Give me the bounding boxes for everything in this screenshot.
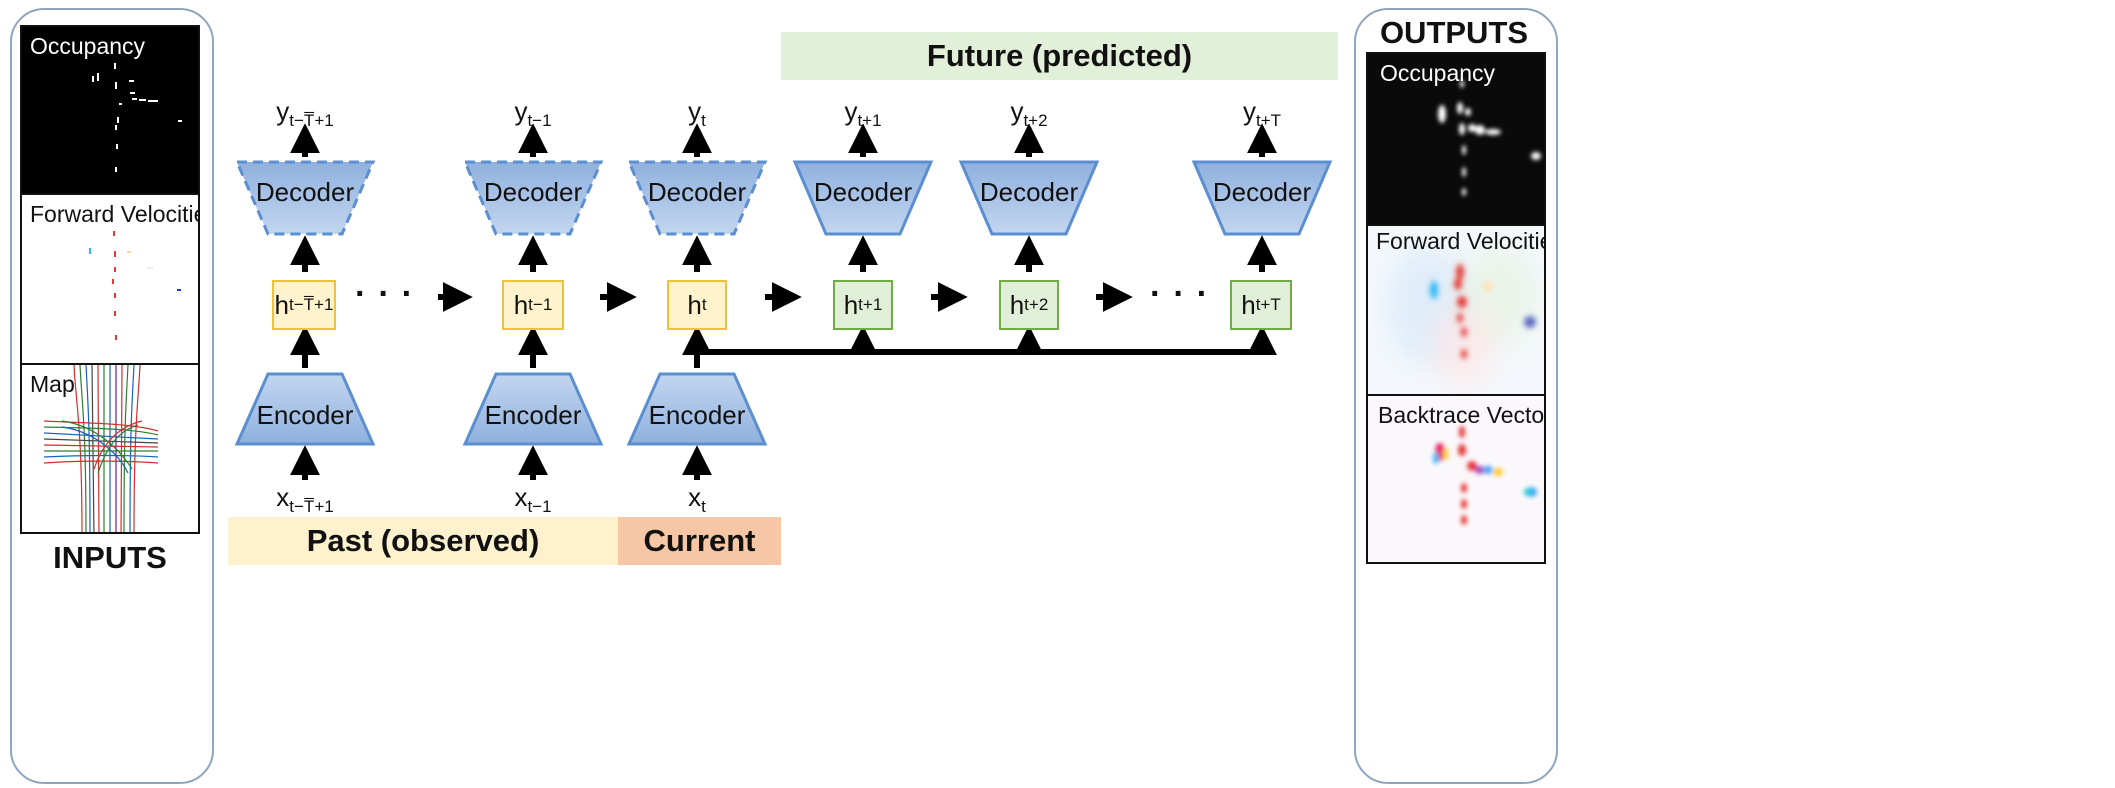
input-map-label: Map (30, 371, 75, 397)
decoder-block-2 (626, 160, 768, 236)
output-backtrace-plot (1433, 426, 1537, 525)
outputs-title: OUTPUTS (1379, 15, 1529, 50)
output-y-4: yt+2 (1010, 96, 1048, 130)
encoder-label-2: Encoder (648, 400, 746, 430)
output-velocity-label: Forward Velocities (1376, 228, 1546, 254)
current-band: Current (618, 517, 781, 565)
output-occupancy-image: Occupancy (1366, 52, 1546, 226)
output-backtrace-label: Backtrace Vectors (1378, 402, 1546, 428)
input-x-1: xt−1 (514, 482, 552, 516)
encoder-block-2 (626, 372, 768, 446)
decoder-label-5: Decoder (1212, 177, 1312, 207)
encoder-label-1: Encoder (484, 400, 582, 430)
encoder-block-0 (234, 372, 376, 446)
decoder-label-3: Decoder (813, 177, 913, 207)
input-velocity-label: Forward Velocities (30, 201, 200, 227)
output-forward-velocities-image: Forward Velocities (1366, 224, 1546, 396)
future-band: Future (predicted) (781, 32, 1338, 80)
output-y-1: yt−1 (514, 96, 552, 130)
inputs-title: INPUTS (53, 540, 167, 575)
output-velocity-plot (1388, 246, 1538, 386)
input-map-plot (43, 365, 159, 532)
decoder-block-1 (462, 160, 604, 236)
decoder-label-4: Decoder (979, 177, 1079, 207)
output-occupancy-label: Occupancy (1380, 60, 1496, 86)
decoder-block-4 (958, 160, 1100, 236)
decoder-label-1: Decoder (483, 177, 583, 207)
decoder-block-3 (792, 160, 934, 236)
input-velocity-plot (89, 231, 181, 340)
input-occupancy-image: Occupancy (20, 25, 200, 195)
past-band: Past (observed) (228, 517, 618, 565)
input-x-2: xt (688, 482, 706, 516)
encoder-label-0: Encoder (256, 400, 354, 430)
decoder-label-0: Decoder (255, 177, 355, 207)
ellipsis-past: ··· (355, 275, 425, 313)
output-y-3: yt+1 (844, 96, 882, 130)
output-backtrace-vectors-image: Backtrace Vectors (1366, 394, 1546, 564)
input-occupancy-plot (92, 63, 182, 172)
output-occupancy-plot (1368, 54, 1544, 224)
decoder-block-5 (1191, 160, 1333, 236)
input-x-0: xt−T̅+1 (276, 482, 334, 516)
input-map-image: Map (20, 363, 200, 534)
decoder-label-2: Decoder (647, 177, 747, 207)
input-forward-velocities-image: Forward Velocities (20, 193, 200, 365)
output-y-2: yt (688, 96, 706, 130)
input-occupancy-label: Occupancy (30, 33, 146, 59)
output-y-0: yt−T̅+1 (276, 96, 334, 130)
decoder-block-0 (234, 160, 376, 236)
encoder-block-1 (462, 372, 604, 446)
ellipsis-future: ··· (1150, 275, 1220, 313)
output-y-5: yt+T (1242, 96, 1282, 130)
